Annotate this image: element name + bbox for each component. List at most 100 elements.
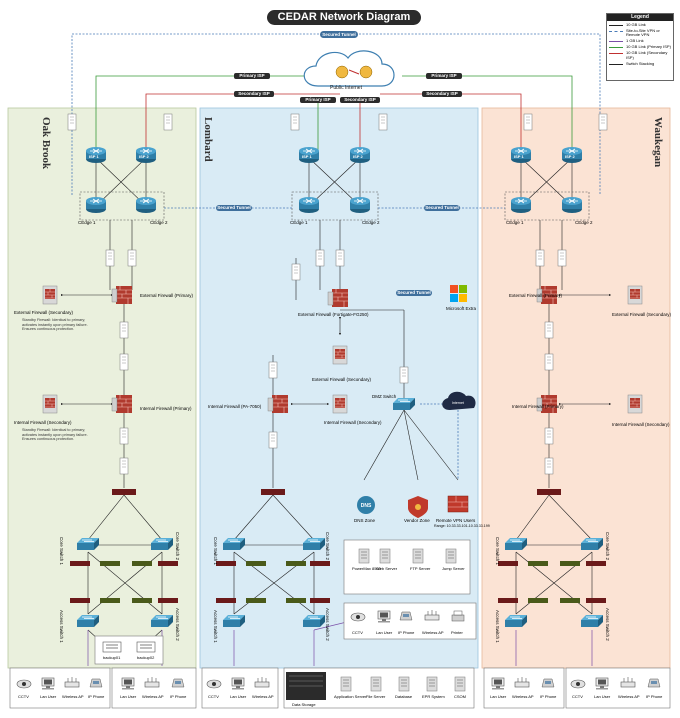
left-ep-2: Wireless AP bbox=[62, 694, 84, 699]
wauk-ext-fw-secondary bbox=[627, 285, 643, 305]
center-ep-0: CCTV bbox=[208, 694, 219, 699]
lombard-ext-fw-label: External Firewall (Fortigate-FG250) bbox=[298, 312, 369, 317]
web-server-icon bbox=[379, 548, 391, 564]
oak-ext-fw-secondary bbox=[42, 285, 58, 305]
lombard-isp2-label: ISP 2 bbox=[353, 154, 363, 159]
internet-cloud-dmz bbox=[442, 391, 476, 410]
wauk-ext-fw-secondary-label: External Firewall (Secondary) bbox=[612, 312, 672, 317]
legend-row: 10 GB Link (Secondary ISP) bbox=[609, 51, 671, 60]
backup01-label: backup01 bbox=[103, 655, 121, 660]
wauk-ext-fw-primary-label: External Firewall (Primary) bbox=[509, 293, 563, 298]
microsoft-extra-label: Microsoft Extra bbox=[446, 306, 477, 311]
lombard-core-switch-2 bbox=[302, 537, 326, 551]
dc-0: Data Storage bbox=[292, 702, 316, 707]
oak-core-switch-1 bbox=[76, 537, 100, 551]
wauk-int-fw-secondary-label: Internal Firewall (Secondary) bbox=[612, 422, 670, 427]
right-primary-isp-pill: Primary ISP bbox=[426, 73, 462, 79]
legend-label: 10 GB Link bbox=[626, 21, 646, 27]
dc-1: Application Server bbox=[334, 694, 367, 699]
oak-core1-label: Core Switch 1 bbox=[59, 537, 64, 566]
legend-heading: Legend bbox=[607, 14, 673, 21]
oak-int-fw-secondary-label: Internal Firewall (Secondary) bbox=[14, 420, 72, 425]
jump-server-icon bbox=[445, 548, 457, 564]
right-ep-0: Lan User bbox=[490, 694, 507, 699]
lombard-int-fw-secondary bbox=[332, 394, 348, 414]
vendor-zone-label: Vendor Zone bbox=[404, 518, 430, 523]
center-ep-1: Lan User bbox=[230, 694, 247, 699]
oak-access-switch-2 bbox=[150, 614, 174, 628]
lombard-cedge2-label: CEdge 2 bbox=[362, 220, 380, 225]
lombard-core1-label: Core Switch 1 bbox=[213, 537, 218, 566]
oak-ext-standby-note: Standby Firewall: Identical to primary; … bbox=[22, 318, 88, 332]
oak-int-fw-primary-label: Internal Firewall (Primary) bbox=[140, 406, 192, 411]
microsoft-logo bbox=[450, 285, 467, 302]
tunnel-right-pill: Secured Tunnel bbox=[424, 205, 460, 211]
ftp-server-icon bbox=[412, 548, 424, 564]
right-ep-2: IP Phone bbox=[540, 694, 557, 699]
legend-swatch bbox=[609, 47, 623, 49]
legend-swatch bbox=[609, 64, 623, 66]
lombard-ep-0: CCTV bbox=[352, 630, 363, 635]
lombard-ep-1: Lan User bbox=[376, 630, 393, 635]
legend-label: 10 GB Link (Primary ISP) bbox=[626, 44, 671, 50]
lombard-int-fw-sec-label: Internal Firewall (Secondary) bbox=[324, 420, 382, 425]
wauk-access-switch-1 bbox=[504, 614, 528, 628]
left-ep-0: CCTV bbox=[18, 694, 29, 699]
dmz-switch bbox=[392, 397, 416, 411]
site-title-lombard: Lombard bbox=[202, 117, 214, 162]
lombard-access2-label: Access Switch 2 bbox=[325, 608, 330, 641]
lombard-access-switch-1 bbox=[222, 614, 246, 628]
lombard-cedge1-label: CEdge 1 bbox=[290, 220, 308, 225]
lombard-cedge2-router bbox=[349, 196, 371, 214]
center-ep-2: Wireless AP bbox=[252, 694, 274, 699]
wauk-isp2-label: ISP 2 bbox=[565, 154, 575, 159]
dmz-server-1: Web Server bbox=[376, 566, 398, 571]
oak-access-switch-1 bbox=[76, 614, 100, 628]
lombard-core2-label: Core Switch 2 bbox=[325, 532, 330, 561]
wauk-int-fw-primary-label: Internal Firewall (Primary) bbox=[512, 404, 564, 409]
dmz-switch-label: DMZ Switch bbox=[372, 394, 397, 399]
oak-cedge2-router bbox=[135, 196, 157, 214]
site-title-oak-brook: Oak Brook bbox=[40, 117, 52, 170]
left-ep-4: Lan User bbox=[120, 694, 137, 699]
legend-row: 10 GB Link bbox=[609, 21, 671, 28]
wauk-cedge1-label: CEdge 1 bbox=[506, 220, 524, 225]
wauk-cedge1-router bbox=[510, 196, 532, 214]
lombard-ext-fw-sec-label: External Firewall (Secondary) bbox=[312, 377, 372, 382]
oak-int-standby-note: Standby Firewall: Identical to primary; … bbox=[22, 428, 88, 442]
oak-isp2-label: ISP 2 bbox=[139, 154, 149, 159]
legend-label: 1 GB Link bbox=[626, 38, 644, 44]
wauk-access-switch-2 bbox=[580, 614, 604, 628]
right-secondary-isp-pill: Secondary ISP bbox=[422, 91, 462, 97]
remote-vpn-icon bbox=[447, 495, 469, 513]
dmz-server-3: Jump Server bbox=[442, 566, 465, 571]
legend-row: Site-to-Site VPN or Remote VPN bbox=[609, 28, 671, 38]
svg-text:DNS: DNS bbox=[361, 503, 372, 509]
wauk-access1-label: Access Switch 1 bbox=[495, 610, 500, 643]
diagram-title: CEDAR Network Diagram bbox=[267, 10, 421, 25]
lombard-ep-3: Wireless AP bbox=[422, 630, 444, 635]
lombard-ep-2: IP Phone bbox=[398, 630, 415, 635]
dc-4: EPR System bbox=[422, 694, 445, 699]
center-secondary-isp-pill: Secondary ISP bbox=[340, 97, 380, 103]
internet-cloud-label: Internet bbox=[452, 401, 464, 405]
left-ep-3: IP Phone bbox=[88, 694, 105, 699]
remote-vpn-label: Remote VPN Users bbox=[436, 518, 476, 523]
wauk-access2-label: Access Switch 2 bbox=[605, 608, 610, 641]
right-ep-3: CCTV bbox=[572, 694, 583, 699]
vendor-zone-icon bbox=[408, 496, 428, 518]
backup02-icon bbox=[136, 641, 156, 653]
dmz-server-0: PowerMax 8500 bbox=[352, 566, 381, 571]
wauk-cedge2-router bbox=[561, 196, 583, 214]
wauk-core1-label: Core Switch 1 bbox=[495, 537, 500, 566]
remote-vpn-range: Range: 10.33.33.101-10.33.33.199 bbox=[434, 524, 490, 528]
dns-zone-icon: DNS bbox=[357, 496, 375, 514]
public-internet-label: Public Internet bbox=[330, 85, 362, 91]
oak-access2-label: Access Switch 2 bbox=[175, 608, 180, 641]
oak-ext-fw-secondary-label: External Firewall (Secondary) bbox=[14, 310, 74, 315]
backup01-icon bbox=[102, 641, 122, 653]
lombard-ext-fw-secondary bbox=[332, 345, 348, 365]
left-ep-1: Lan User bbox=[40, 694, 57, 699]
